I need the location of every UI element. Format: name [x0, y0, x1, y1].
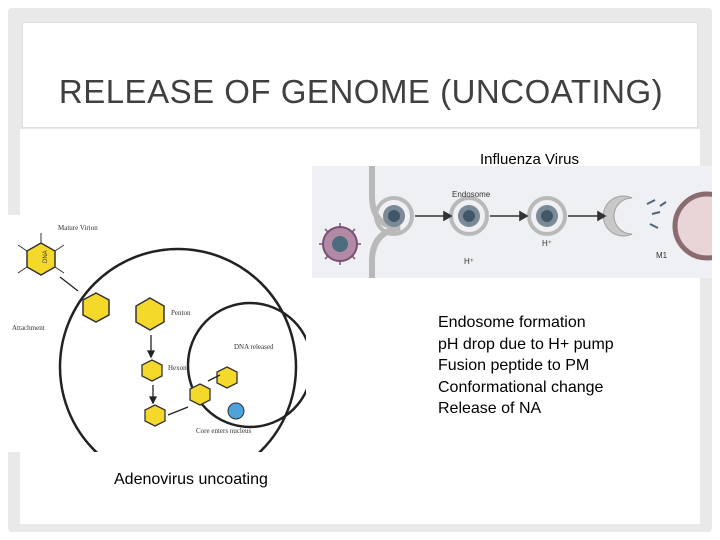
hexons-label: Hexons: [168, 364, 190, 372]
penton-label: Penton: [171, 309, 191, 317]
bullet-item: Release of NA: [438, 400, 542, 417]
attached-virion: [82, 292, 110, 323]
hexon-stage-virion: [141, 359, 163, 382]
released-rnp: [646, 199, 667, 229]
proton-label-1: H⁺: [464, 257, 474, 266]
dna-released-label: DNA released: [234, 343, 274, 351]
adenovirus-caption: Adenovirus uncoating: [114, 471, 268, 488]
bullet-item: Endosome formation: [438, 314, 586, 331]
attachment-label: Attachment: [12, 324, 45, 332]
influenza-uncoating-figure: Endosome H⁺ H⁺ M1: [312, 166, 712, 278]
core-stage-virion: [144, 404, 166, 427]
adenovirus-uncoating-figure: DNA Mature Virion Attachment Penton DNA …: [8, 215, 306, 452]
endosome-1: [374, 196, 414, 236]
bullet-item: Conformational change: [438, 378, 604, 396]
bullet-item: Fusion peptide to PM: [438, 357, 590, 374]
bullet-list: Endosome formation pH drop due to H+ pum…: [438, 312, 614, 420]
bullet-item: pH drop due to H+ pump: [438, 335, 614, 353]
nuclear-pore-virion: [216, 366, 238, 389]
cytoplasm-virion: [189, 383, 211, 406]
influenza-caption: Influenza Virus: [480, 151, 579, 168]
viral-core: [227, 402, 245, 420]
endosome-label: Endosome: [452, 190, 491, 199]
proton-label-2: H⁺: [542, 239, 552, 248]
core-enters-nucleus-label: Core enters nucleus: [196, 427, 251, 435]
title-box: RELEASE OF GENOME (UNCOATING): [22, 22, 698, 128]
mature-virion-label: Mature Virion: [58, 224, 98, 232]
m1-label: M1: [656, 251, 668, 260]
penton-virion: [135, 297, 165, 331]
virion-dna-label: DNA: [43, 250, 49, 263]
endosome-3: [527, 196, 567, 236]
mature-virion: DNA: [17, 233, 65, 276]
slide-title: RELEASE OF GENOME (UNCOATING): [58, 73, 664, 110]
influenza-virion: [319, 223, 361, 265]
